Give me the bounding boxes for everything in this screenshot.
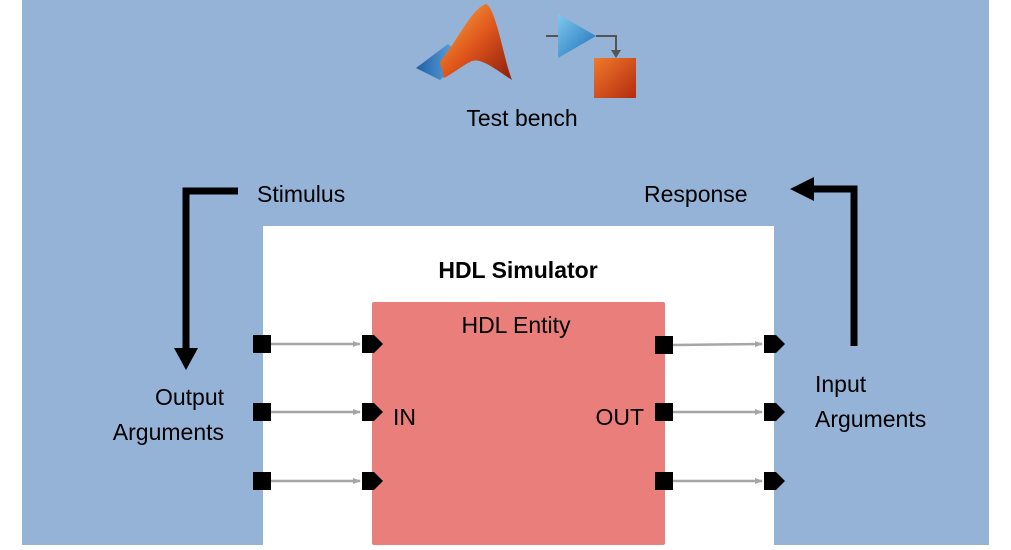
- port-square-left-bot: [253, 472, 271, 490]
- port-square-left-mid: [253, 403, 271, 421]
- testbench-title: Test bench: [466, 105, 577, 131]
- port-arrow-right-bot: [764, 472, 785, 490]
- response-label: Response: [644, 181, 748, 207]
- stimulus-arrow: [174, 187, 238, 370]
- port-arrow-left-mid: [362, 403, 383, 421]
- output-arguments-label-line1: Output: [155, 384, 225, 410]
- stimulus-label: Stimulus: [257, 181, 345, 207]
- hdl-entity-label: HDL Entity: [461, 312, 571, 338]
- input-arguments-label-line1: Input: [815, 371, 867, 397]
- port-arrow-right-mid: [764, 403, 785, 421]
- port-arrow-left-bot: [362, 472, 383, 490]
- port-square-left-top: [253, 335, 271, 353]
- port-square-right-bot: [655, 472, 673, 490]
- hdl-simulator-label: HDL Simulator: [438, 257, 597, 283]
- output-arguments-label-line2: Arguments: [113, 419, 224, 445]
- port-arrow-left-top: [362, 335, 383, 353]
- hdl-entity-box: [372, 302, 665, 545]
- port-arrow-right-top: [764, 335, 785, 353]
- port-out-label: OUT: [595, 404, 644, 430]
- input-arguments-label-line2: Arguments: [815, 406, 926, 432]
- port-in-label: IN: [393, 404, 416, 430]
- matlab-logo-icon: [416, 4, 512, 80]
- output-port-connections: [655, 335, 785, 490]
- simulink-block-icon: [546, 14, 636, 98]
- response-arrow: [790, 177, 858, 346]
- port-square-right-top: [655, 336, 673, 354]
- port-square-right-mid: [655, 403, 673, 421]
- connector-right-top: [672, 341, 763, 348]
- input-port-connections: [253, 335, 383, 490]
